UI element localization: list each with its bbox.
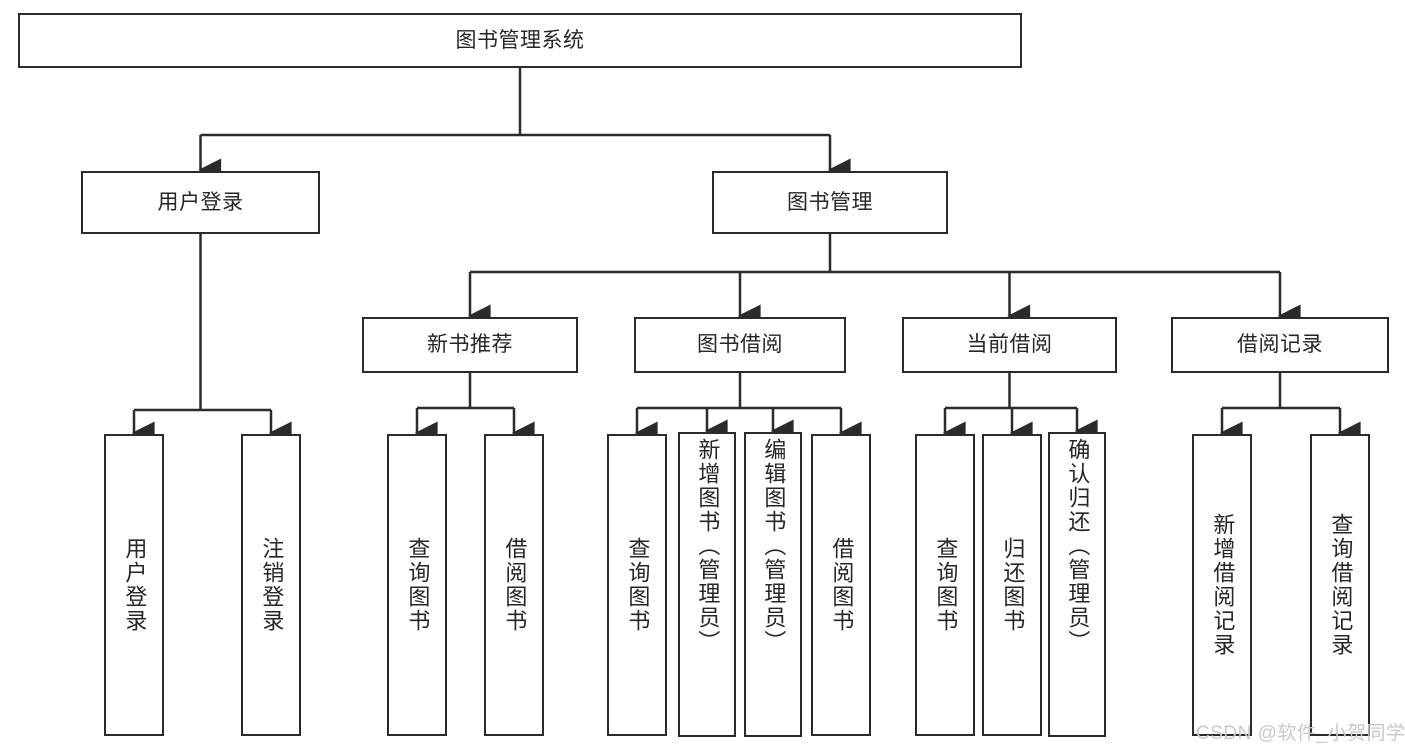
leaf-node-query-book-recommend[interactable]: 查询图书 bbox=[387, 434, 447, 736]
node-label: 查询图书 bbox=[625, 537, 651, 633]
node-label: 图书借阅 bbox=[697, 333, 783, 357]
leaf-node-borrow-book[interactable]: 借阅图书 bbox=[811, 434, 871, 736]
node-label: 借阅图书 bbox=[829, 537, 855, 633]
node-label: 查询借阅记录 bbox=[1328, 513, 1354, 657]
node-current-borrow[interactable]: 当前借阅 bbox=[902, 317, 1117, 373]
node-label: 借阅记录 bbox=[1237, 333, 1323, 357]
leaf-node-add-borrow-record[interactable]: 新增借阅记录 bbox=[1192, 434, 1252, 736]
node-label: 图书管理 bbox=[787, 190, 873, 214]
node-root[interactable]: 图书管理系统 bbox=[18, 13, 1022, 68]
leaf-node-edit-book[interactable]: 编辑图书（管理员） bbox=[744, 432, 802, 737]
leaf-node-query-borrow-record[interactable]: 查询借阅记录 bbox=[1310, 434, 1370, 736]
node-book-management[interactable]: 图书管理 bbox=[712, 171, 948, 234]
node-label: 归还图书 bbox=[1000, 537, 1026, 633]
node-label: 借阅图书 bbox=[502, 537, 528, 633]
leaf-node-query-book-current[interactable]: 查询图书 bbox=[915, 434, 975, 736]
node-label: 查询图书 bbox=[405, 537, 431, 633]
node-label: 查询图书 bbox=[933, 537, 959, 633]
leaf-node-add-book[interactable]: 新增图书（管理员） bbox=[678, 432, 736, 737]
leaf-node-borrow-book-recommend[interactable]: 借阅图书 bbox=[484, 434, 544, 736]
leaf-node-confirm-return[interactable]: 确认归还（管理员） bbox=[1048, 432, 1106, 737]
node-label: 用户登录 bbox=[157, 190, 244, 214]
leaf-node-user-login[interactable]: 用户登录 bbox=[104, 434, 164, 736]
node-label: 确认归还（管理员） bbox=[1065, 438, 1091, 654]
node-label: 新书推荐 bbox=[427, 333, 513, 357]
node-label: 注销登录 bbox=[259, 537, 285, 633]
leaf-node-query-book-borrow[interactable]: 查询图书 bbox=[607, 434, 667, 736]
node-label: 新增图书（管理员） bbox=[695, 438, 721, 654]
node-borrow-record[interactable]: 借阅记录 bbox=[1171, 317, 1389, 373]
node-label: 用户登录 bbox=[122, 537, 148, 633]
leaf-node-return-book[interactable]: 归还图书 bbox=[982, 434, 1042, 736]
node-user-login[interactable]: 用户登录 bbox=[81, 171, 320, 234]
node-label: 新增借阅记录 bbox=[1210, 513, 1236, 657]
node-label: 编辑图书（管理员） bbox=[761, 438, 787, 654]
leaf-node-logout[interactable]: 注销登录 bbox=[241, 434, 301, 736]
node-label: 当前借阅 bbox=[966, 333, 1053, 357]
watermark-text: CSDN @软件_小贺同学 bbox=[1196, 723, 1405, 744]
node-book-borrow[interactable]: 图书借阅 bbox=[634, 317, 846, 373]
node-label: 图书管理系统 bbox=[455, 28, 585, 52]
node-new-book-recommend[interactable]: 新书推荐 bbox=[362, 317, 578, 373]
